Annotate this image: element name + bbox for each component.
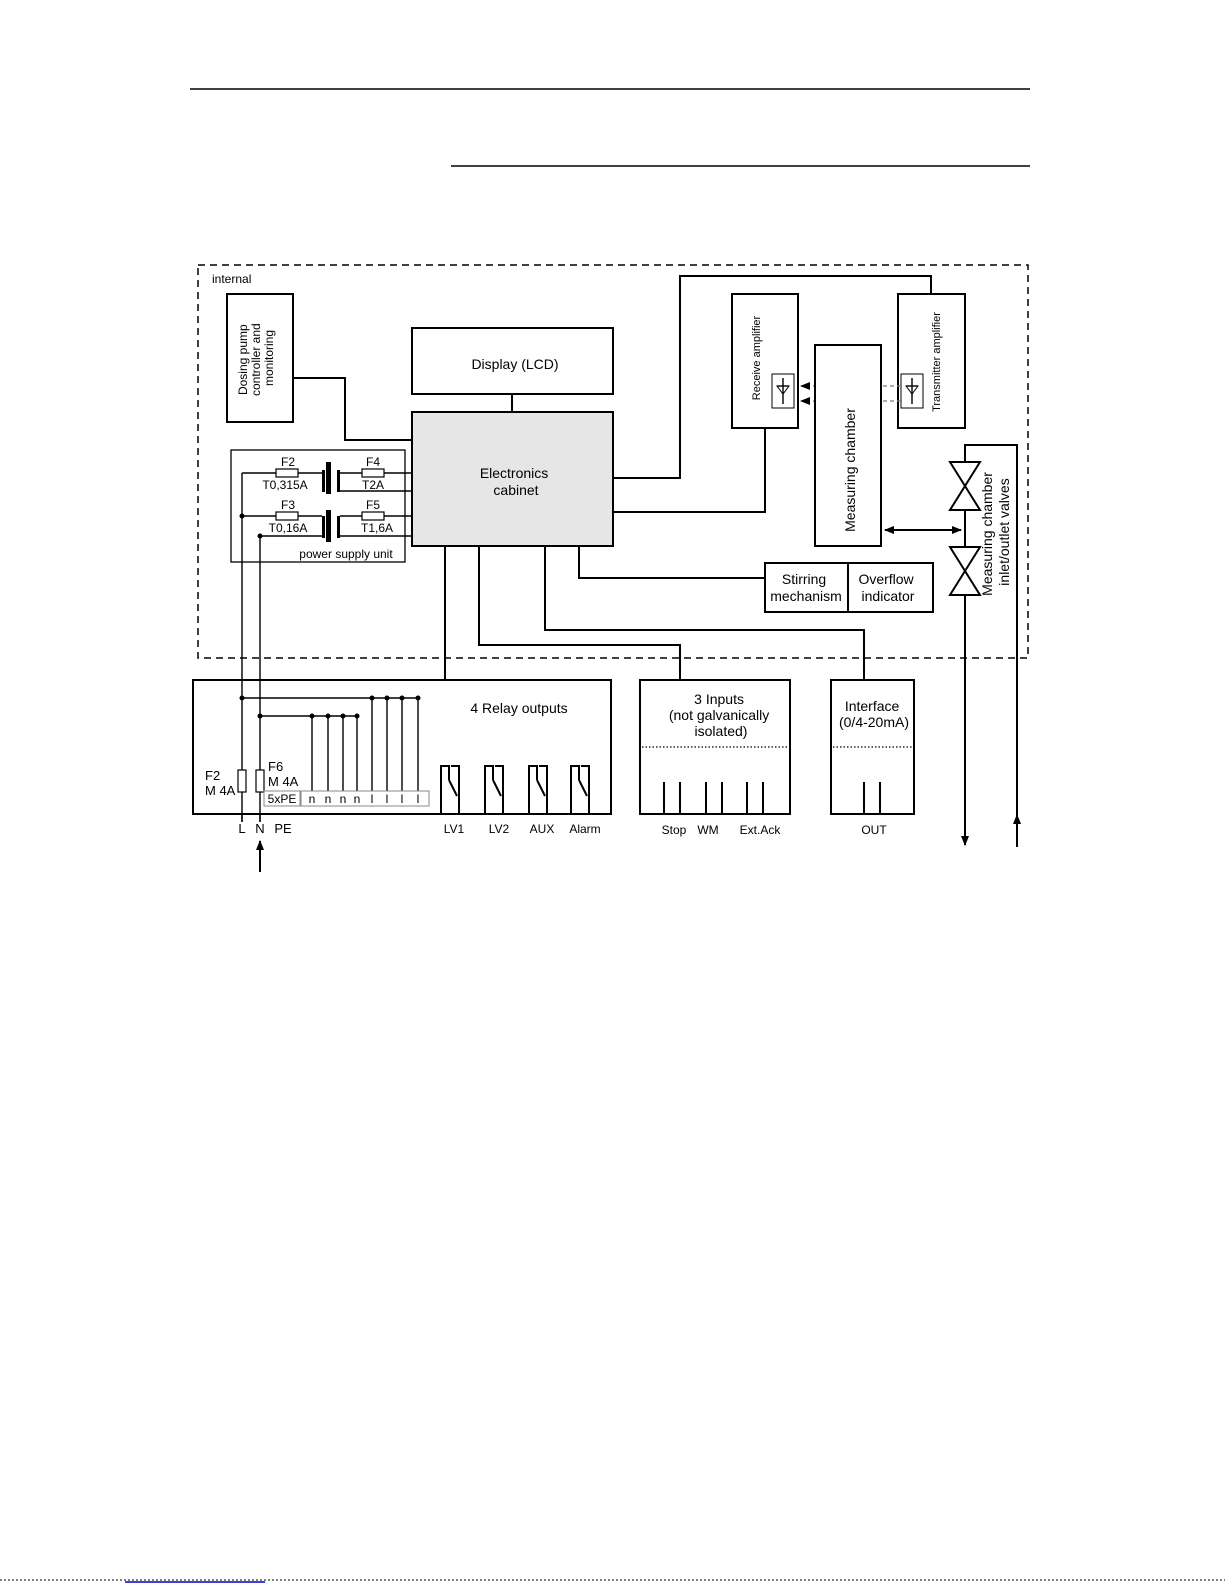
- fuse-n: [255, 769, 265, 793]
- relay-fuse-left-label: F2 M 4A: [205, 768, 236, 798]
- interface-title: Interface (0/4-20mA): [839, 698, 909, 730]
- fuse-f2-rating: T0,315A: [262, 478, 307, 492]
- fuse-f3-name: F3: [281, 498, 295, 512]
- terminal-n-2: n: [325, 792, 332, 806]
- label-N: N: [255, 821, 264, 836]
- terminal-l-4: l: [417, 792, 420, 806]
- inlet-valve-icon: [948, 461, 982, 511]
- terminal-l-2: l: [386, 792, 389, 806]
- power-supply-label: power supply unit: [299, 547, 393, 561]
- overflow-indicator-box: [847, 562, 934, 613]
- stirring-mechanism-label: Stirring mechanism: [770, 571, 842, 604]
- fuse-f5: [361, 511, 385, 521]
- dosing-pump-label: Dosing pump controller and monitoring: [236, 320, 276, 396]
- pe-terminal-box: [263, 790, 301, 807]
- inputs-title: 3 Inputs (not galvanically isolated): [669, 691, 773, 739]
- input-extack-label: Ext.Ack: [740, 823, 782, 837]
- electronics-cabinet-box: [411, 411, 614, 547]
- terminal-l-1: l: [371, 792, 374, 806]
- transformer-core-2: [326, 510, 331, 542]
- electronics-cabinet-label: Electronics cabinet: [480, 465, 552, 498]
- display-label: Display (LCD): [471, 356, 558, 372]
- terminal-labels: n n n n l l l l: [309, 792, 420, 806]
- terminal-strip: [300, 790, 430, 807]
- relay-fuse-right-label: F6 M 4A: [268, 759, 299, 789]
- fuse-f2: [275, 468, 299, 478]
- relay-contacts: [440, 765, 590, 814]
- fuse-l: [237, 769, 247, 793]
- fuse-f5-name: F5: [366, 498, 380, 512]
- outlet-valve-icon: [948, 546, 982, 596]
- terminal-n-1: n: [309, 792, 316, 806]
- fuse-f4-rating: T2A: [362, 478, 384, 492]
- receive-amplifier-label: Receive amplifier: [751, 315, 763, 400]
- terminal-n-3: n: [340, 792, 347, 806]
- label-L: L: [238, 821, 245, 836]
- valves-label: Measuring chamber inlet/outlet valves: [979, 468, 1012, 596]
- fuse-f2-name: F2: [281, 455, 295, 469]
- internal-boundary: [197, 264, 1029, 659]
- relay-outputs-title: 4 Relay outputs: [470, 700, 567, 716]
- power-supply-box: [230, 449, 406, 563]
- relay-alarm-label: Alarm: [569, 822, 600, 836]
- input-stop-label: Stop: [662, 823, 687, 837]
- dosing-pump-box: [226, 293, 294, 423]
- pe-terminal-label: 5xPE: [268, 792, 297, 806]
- fuse-f3-rating: T0,16A: [269, 521, 308, 535]
- measuring-chamber-box: [814, 344, 882, 547]
- fuse-f4-name: F4: [366, 455, 380, 469]
- transmitter-amplifier-label: Transmitter amplifier: [931, 312, 943, 412]
- relay-aux-label: AUX: [530, 822, 555, 836]
- fuse-f4: [361, 468, 385, 478]
- fuse-f3: [275, 511, 299, 521]
- label-PE: PE: [274, 821, 292, 836]
- transformer-core-1: [326, 462, 331, 494]
- fuse-f5-rating: T1,6A: [361, 521, 393, 535]
- internal-label: internal: [212, 272, 251, 286]
- relay-lv2-label: LV2: [489, 822, 510, 836]
- terminal-l-3: l: [401, 792, 404, 806]
- input-wm-label: WM: [697, 823, 718, 837]
- terminal-n-4: n: [354, 792, 361, 806]
- relay-lv1-label: LV1: [444, 822, 465, 836]
- overflow-indicator-label: Overflow indicator: [858, 571, 917, 604]
- measuring-chamber-label: Measuring chamber: [842, 408, 858, 532]
- interface-out-label: OUT: [861, 823, 887, 837]
